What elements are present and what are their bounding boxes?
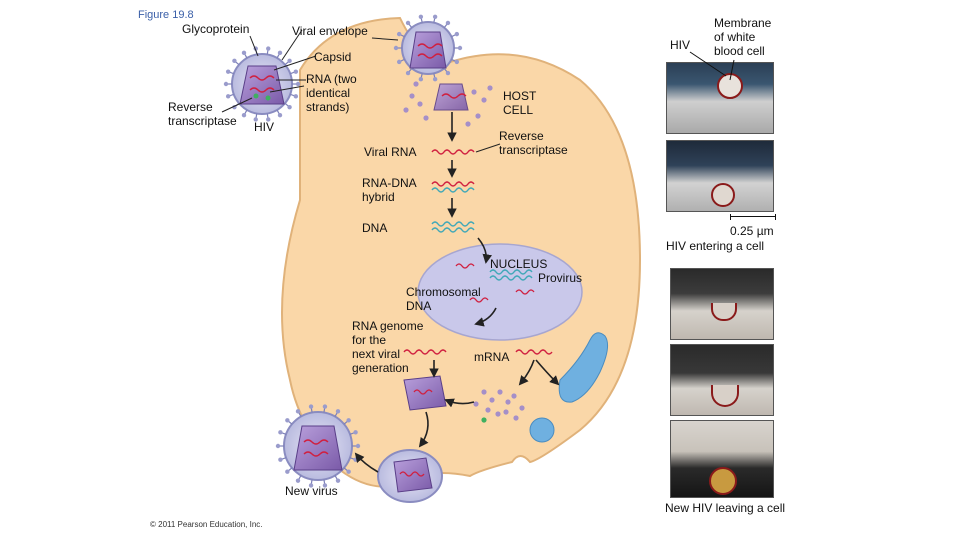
- viral-rna-label: Viral RNA: [364, 145, 417, 159]
- mrna-label: mRNA: [474, 350, 510, 364]
- hiv-particle: [717, 73, 743, 99]
- glycoprotein-label: Glycoprotein: [182, 22, 250, 36]
- rna-dna-hybrid-label: RNA-DNA hybrid: [362, 176, 417, 204]
- process-arrows: [354, 112, 560, 473]
- host-cell-label: HOST CELL: [503, 89, 537, 117]
- mrna-strand: [515, 349, 553, 355]
- protein-dots-cytoplasm: [473, 389, 525, 423]
- new-virus-label: New virus: [285, 484, 338, 498]
- micrograph-hiv-leaving-2: [670, 344, 774, 416]
- rna-genome-strand: [403, 349, 447, 355]
- hiv-virion-entering: [401, 21, 455, 75]
- budding-particle: [711, 303, 737, 321]
- dna-strands: [431, 221, 475, 233]
- reverse-transcriptase-left-label: Reverse transcriptase: [168, 100, 237, 128]
- scale-bar: [730, 214, 776, 220]
- reverse-transcriptase-mid-label: Reverse transcriptase: [499, 129, 568, 157]
- copyright: © 2011 Pearson Education, Inc.: [150, 520, 263, 529]
- capsid-protein-dots: [403, 81, 493, 127]
- glycoprotein-spikes-new: [275, 404, 361, 488]
- uncoated-capsid: [433, 83, 469, 111]
- figure-label: Figure 19.8: [138, 9, 194, 21]
- hiv-photo-label: HIV: [670, 38, 691, 52]
- viral-envelope-label: Viral envelope: [292, 24, 368, 38]
- micrograph-hiv-entering-1: [666, 62, 774, 134]
- hiv-entering-caption: HIV entering a cell: [666, 239, 765, 253]
- micrograph-hiv-entering-2: [666, 140, 774, 212]
- membrane-wbc-label: Membrane of white blood cell: [714, 16, 772, 58]
- nucleus: [417, 243, 583, 341]
- micrograph-hiv-leaving-1: [670, 268, 774, 340]
- rna-two-strands-label: RNA (two identical strands): [306, 72, 357, 114]
- capsid-label: Capsid: [314, 50, 352, 64]
- label-leader-lines: [221, 29, 501, 153]
- viral-rna-strand: [431, 149, 475, 155]
- glycoprotein-spikes: [223, 46, 301, 122]
- dna-label: DNA: [362, 221, 388, 235]
- new-virus: [283, 411, 353, 481]
- endoplasmic-reticulum: [558, 332, 609, 403]
- provirus-label: Provirus: [538, 271, 583, 285]
- rna-dna-hybrid-strands: [431, 181, 475, 193]
- chromosomal-dna-in-nucleus: [455, 263, 535, 303]
- rna-genome-label: RNA genome for the next viral generation: [352, 319, 424, 375]
- hiv-particle: [711, 183, 735, 207]
- hiv-left-label: HIV: [254, 120, 275, 134]
- chromosomal-dna-label: Chromosomal DNA: [406, 285, 481, 313]
- scale-bar-label: 0.25 µm: [730, 224, 774, 238]
- transport-vesicle: [529, 417, 555, 443]
- micrograph-hiv-leaving-3: [670, 420, 774, 498]
- released-particle: [709, 467, 737, 495]
- new-hiv-leaving-caption: New HIV leaving a cell: [665, 501, 786, 515]
- nucleus-label: NUCLEUS: [490, 257, 548, 271]
- budding-virion: [377, 449, 443, 503]
- glycoprotein-spikes-top: [393, 14, 463, 82]
- budding-particle: [711, 385, 739, 407]
